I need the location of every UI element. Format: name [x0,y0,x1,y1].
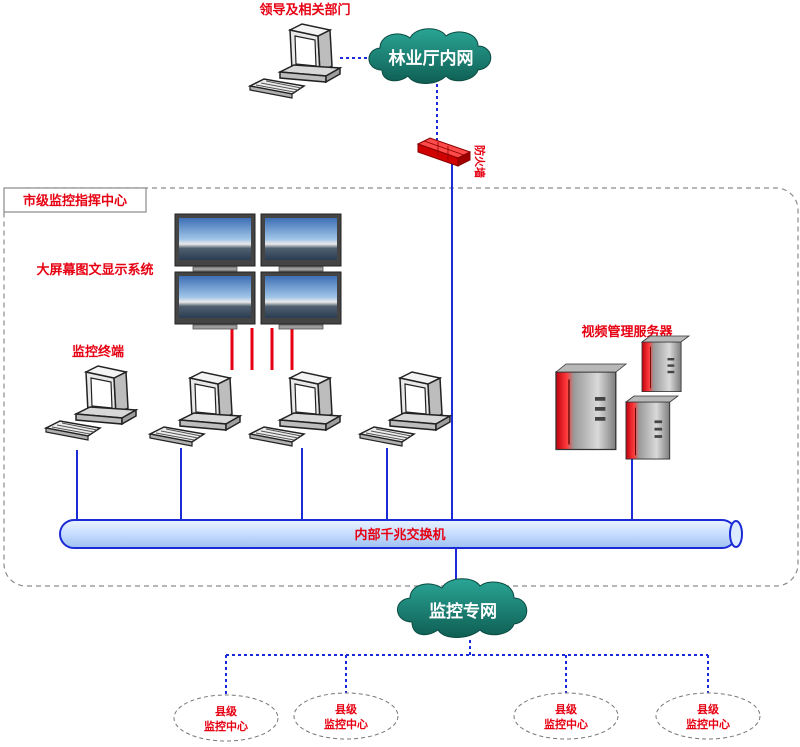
county-center-line2: 监控中心 [686,717,730,731]
display-monitor-icon [174,213,256,272]
display-monitor-icon [260,271,342,330]
county-center-line1: 县级 [555,702,578,716]
firewall-label: 防火墙 [473,145,487,178]
gigabit-switch-bus [59,519,743,549]
terminal-computer-icon [359,371,451,447]
firewall-icon [416,137,472,167]
city-center-label: 市级监控指挥中心 [23,193,127,209]
city-center-boundary [3,187,799,587]
county-center-line2: 监控中心 [204,719,248,733]
display-monitor-icon [260,213,342,272]
leaders-label: 领导及相关部门 [259,2,350,18]
county-center-line1: 县级 [215,704,238,718]
county-center-line1: 县级 [335,702,358,716]
leaders-computer-icon [249,23,341,99]
city-center-title-box [3,187,147,213]
county-center-line2: 监控中心 [544,717,588,731]
display-monitor-icon [174,271,256,330]
monitor-network-cloud-icon [397,578,528,638]
terminals-label: 监控终端 [72,344,124,360]
county-center: 县级 监控中心 [173,694,279,742]
switch-label: 内部千兆交换机 [354,527,445,543]
forestry-intranet-label: 林业厅内网 [389,48,474,69]
big-screen-label: 大屏幕图文显示系统 [36,262,153,278]
terminal-computer-icon [45,365,137,441]
monitor-network-label: 监控专网 [429,601,497,622]
forestry-intranet-cloud-icon [368,28,492,84]
terminal-computer-icon [249,371,341,447]
video-server-icon [554,335,691,460]
county-center: 县级 监控中心 [655,692,761,740]
county-center-line2: 监控中心 [324,717,368,731]
big-screen-wall [174,213,342,330]
county-center: 县级 监控中心 [513,692,619,740]
terminal-computer-icon [149,371,241,447]
county-distribution-links [225,640,709,696]
county-center: 县级 监控中心 [293,692,399,740]
county-center-line1: 县级 [697,702,720,716]
